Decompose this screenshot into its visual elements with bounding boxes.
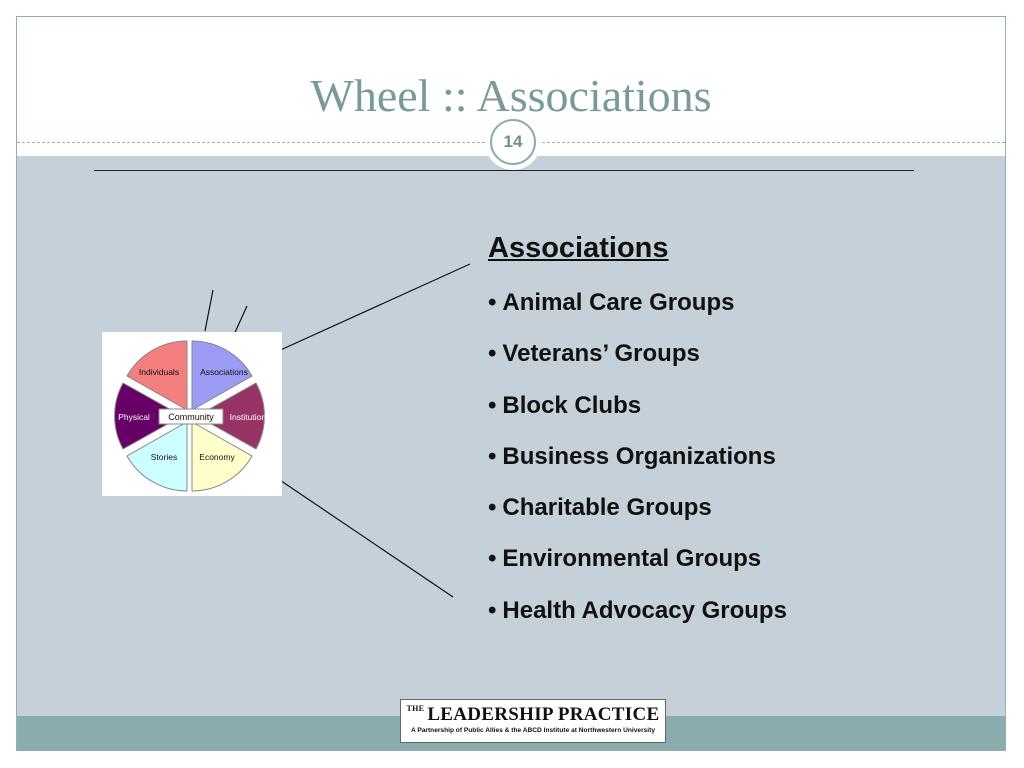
wheel-segment-stories <box>126 421 188 492</box>
wheel-label-economy: Economy <box>199 452 235 462</box>
bullet-icon: • <box>488 340 497 368</box>
list-item: •Charitable Groups <box>488 494 712 522</box>
wheel-segment-individuals <box>126 340 188 411</box>
bullet-icon: • <box>488 494 497 522</box>
bullet-icon: • <box>488 545 497 573</box>
list-item: •Block Clubs <box>488 391 642 419</box>
wheel-segment-institutions <box>195 382 265 450</box>
wheel-segment-economy <box>191 421 253 492</box>
bullet-icon: • <box>488 442 497 470</box>
emphasis-line-1 <box>204 289 214 332</box>
slide-title: Wheel :: Associations <box>310 70 712 121</box>
list-item: •Veterans’ Groups <box>488 340 700 368</box>
list-item: •Animal Care Groups <box>488 289 735 316</box>
community-wheel: Individuals Associations Institutions Ec… <box>102 332 282 496</box>
wheel-label-institutions: Institutions <box>230 412 271 422</box>
list-item: •Business Organizations <box>488 442 776 470</box>
callout-line-bottom <box>264 469 454 598</box>
wheel-center-label: Community <box>168 412 214 422</box>
wheel-center-box <box>158 408 224 425</box>
header-rule <box>94 170 914 171</box>
logo-subtitle: A Partnership of Public Allies & the ABC… <box>410 727 655 734</box>
bullet-icon: • <box>488 596 497 624</box>
callout-line-top <box>264 263 471 358</box>
bullet-icon: • <box>488 391 497 419</box>
wheel-label-associations: Associations <box>200 367 248 377</box>
wheel-label-individuals: Individuals <box>139 367 179 377</box>
wheel-segment-physical <box>114 382 184 450</box>
list-item: •Environmental Groups <box>488 545 762 573</box>
wheel-label-stories: Stories <box>151 452 177 462</box>
list-item: •Health Advocacy Groups <box>488 596 787 624</box>
associations-list: •Animal Care Groups •Veterans’ Groups •B… <box>488 288 787 647</box>
page-number-badge: 14 <box>490 119 536 165</box>
wheel-label-physical: Physical <box>118 412 150 422</box>
wheel-segment-associations <box>191 340 253 411</box>
bullet-icon: • <box>488 289 497 316</box>
slide-frame <box>16 16 1006 751</box>
associations-heading: Associations <box>488 232 669 264</box>
logo-the: THE <box>406 704 425 713</box>
